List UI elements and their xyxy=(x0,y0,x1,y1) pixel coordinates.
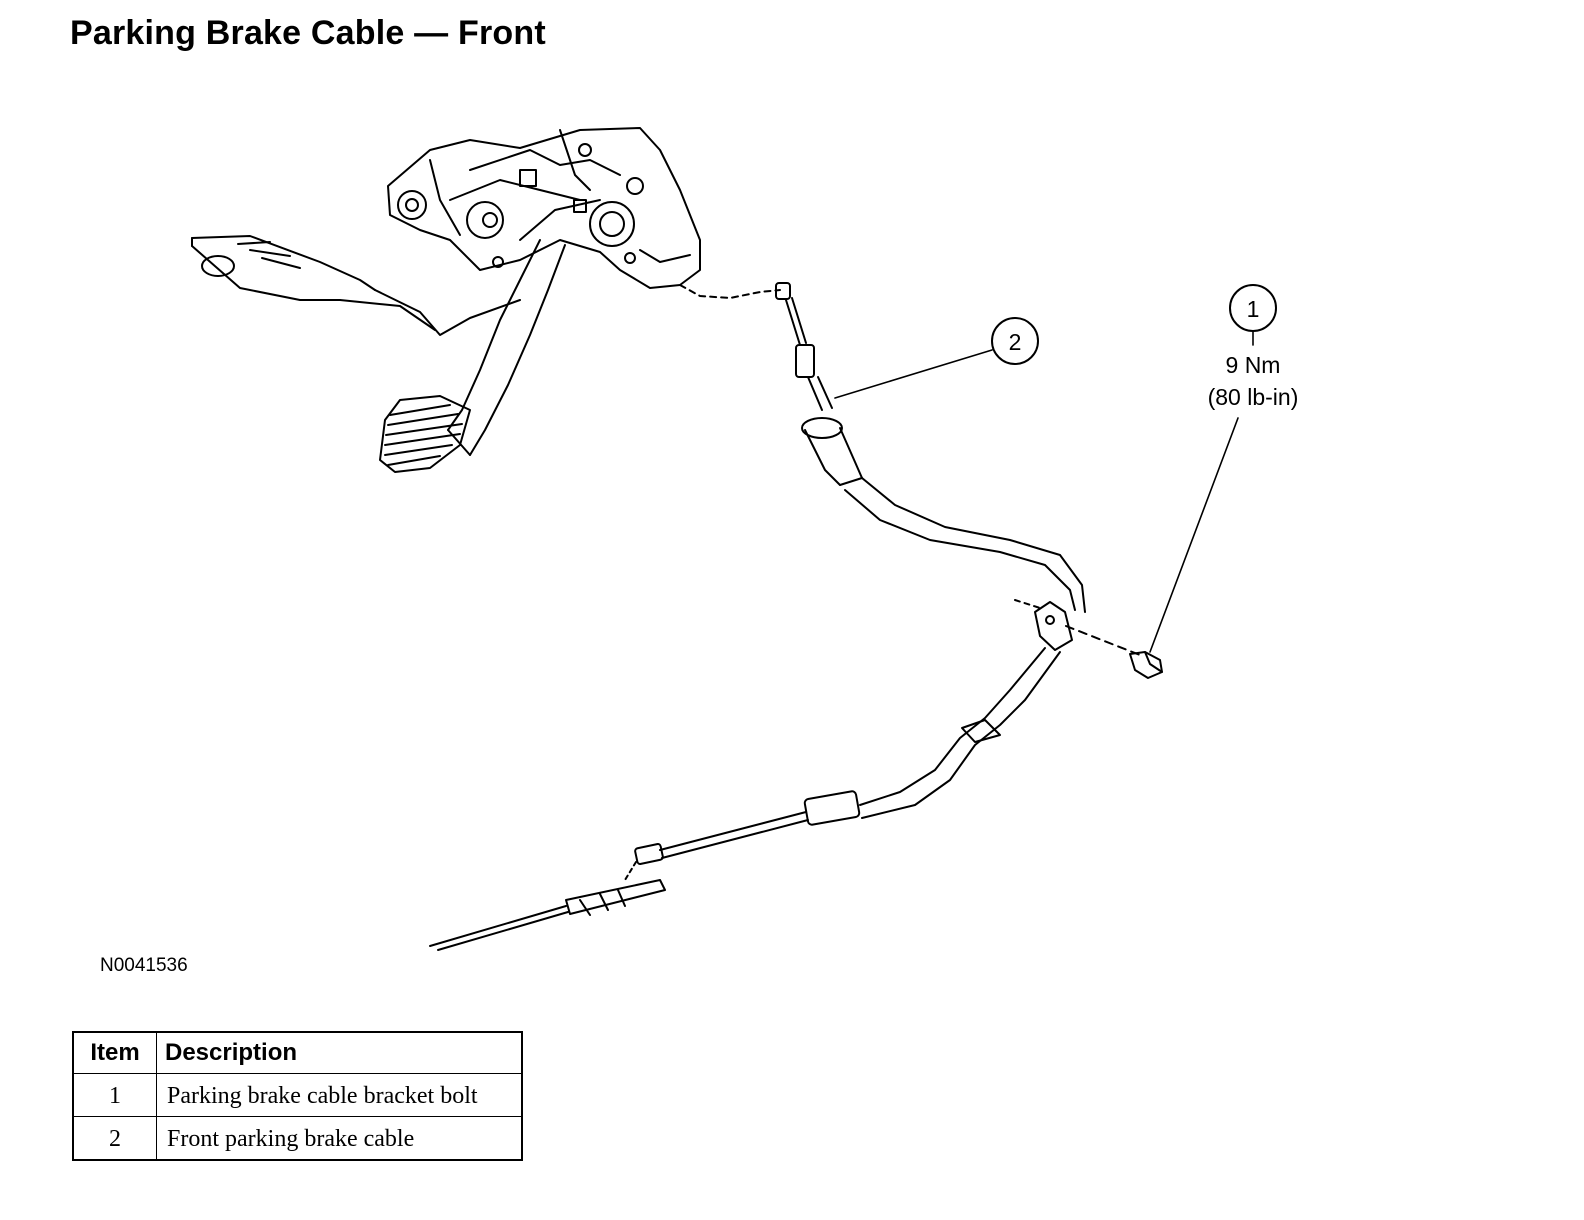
cable-lower-section xyxy=(429,647,1061,951)
brake-pedal-pad xyxy=(379,395,471,473)
legend-item-description: Parking brake cable bracket bolt xyxy=(156,1073,523,1117)
callout-1-torque-metric: 9 Nm xyxy=(1226,352,1281,378)
clutch-pedal-arm xyxy=(191,235,521,336)
table-row: 2 Front parking brake cable xyxy=(72,1116,523,1161)
pedal-bracket-assembly xyxy=(387,127,701,289)
legend-table: Item Description 1 Parking brake cable b… xyxy=(72,1031,523,1161)
callout-1-leader xyxy=(1149,417,1239,653)
callout-1-circle xyxy=(1229,284,1277,332)
callout-1: 1 9 Nm (80 lb-in) xyxy=(1208,284,1299,410)
legend-item-number: 1 xyxy=(72,1073,157,1117)
legend-header-row: Item Description xyxy=(72,1031,523,1074)
callout-1-torque-imperial: (80 lb-in) xyxy=(1208,384,1299,410)
front-parking-brake-cable xyxy=(775,282,1086,613)
legend-item-description: Front parking brake cable xyxy=(156,1116,523,1161)
figure-id: N0041536 xyxy=(100,955,188,976)
cable-routing-dashed xyxy=(679,284,781,299)
legend-header-item: Item xyxy=(72,1031,157,1074)
table-row: 1 Parking brake cable bracket bolt xyxy=(72,1073,523,1117)
page-title: Parking Brake Cable — Front xyxy=(70,14,546,52)
callout-2-leader xyxy=(834,349,993,399)
callout-2-circle xyxy=(991,317,1039,365)
bracket-bolt xyxy=(1129,651,1163,679)
legend-item-number: 2 xyxy=(72,1116,157,1161)
cable-bracket xyxy=(1014,599,1141,656)
callout-2: 2 xyxy=(991,317,1039,365)
legend-header-description: Description xyxy=(156,1031,523,1074)
callout-1-number: 1 xyxy=(1247,296,1260,322)
brake-pedal-arm xyxy=(447,239,566,456)
callout-2-number: 2 xyxy=(1009,329,1022,355)
